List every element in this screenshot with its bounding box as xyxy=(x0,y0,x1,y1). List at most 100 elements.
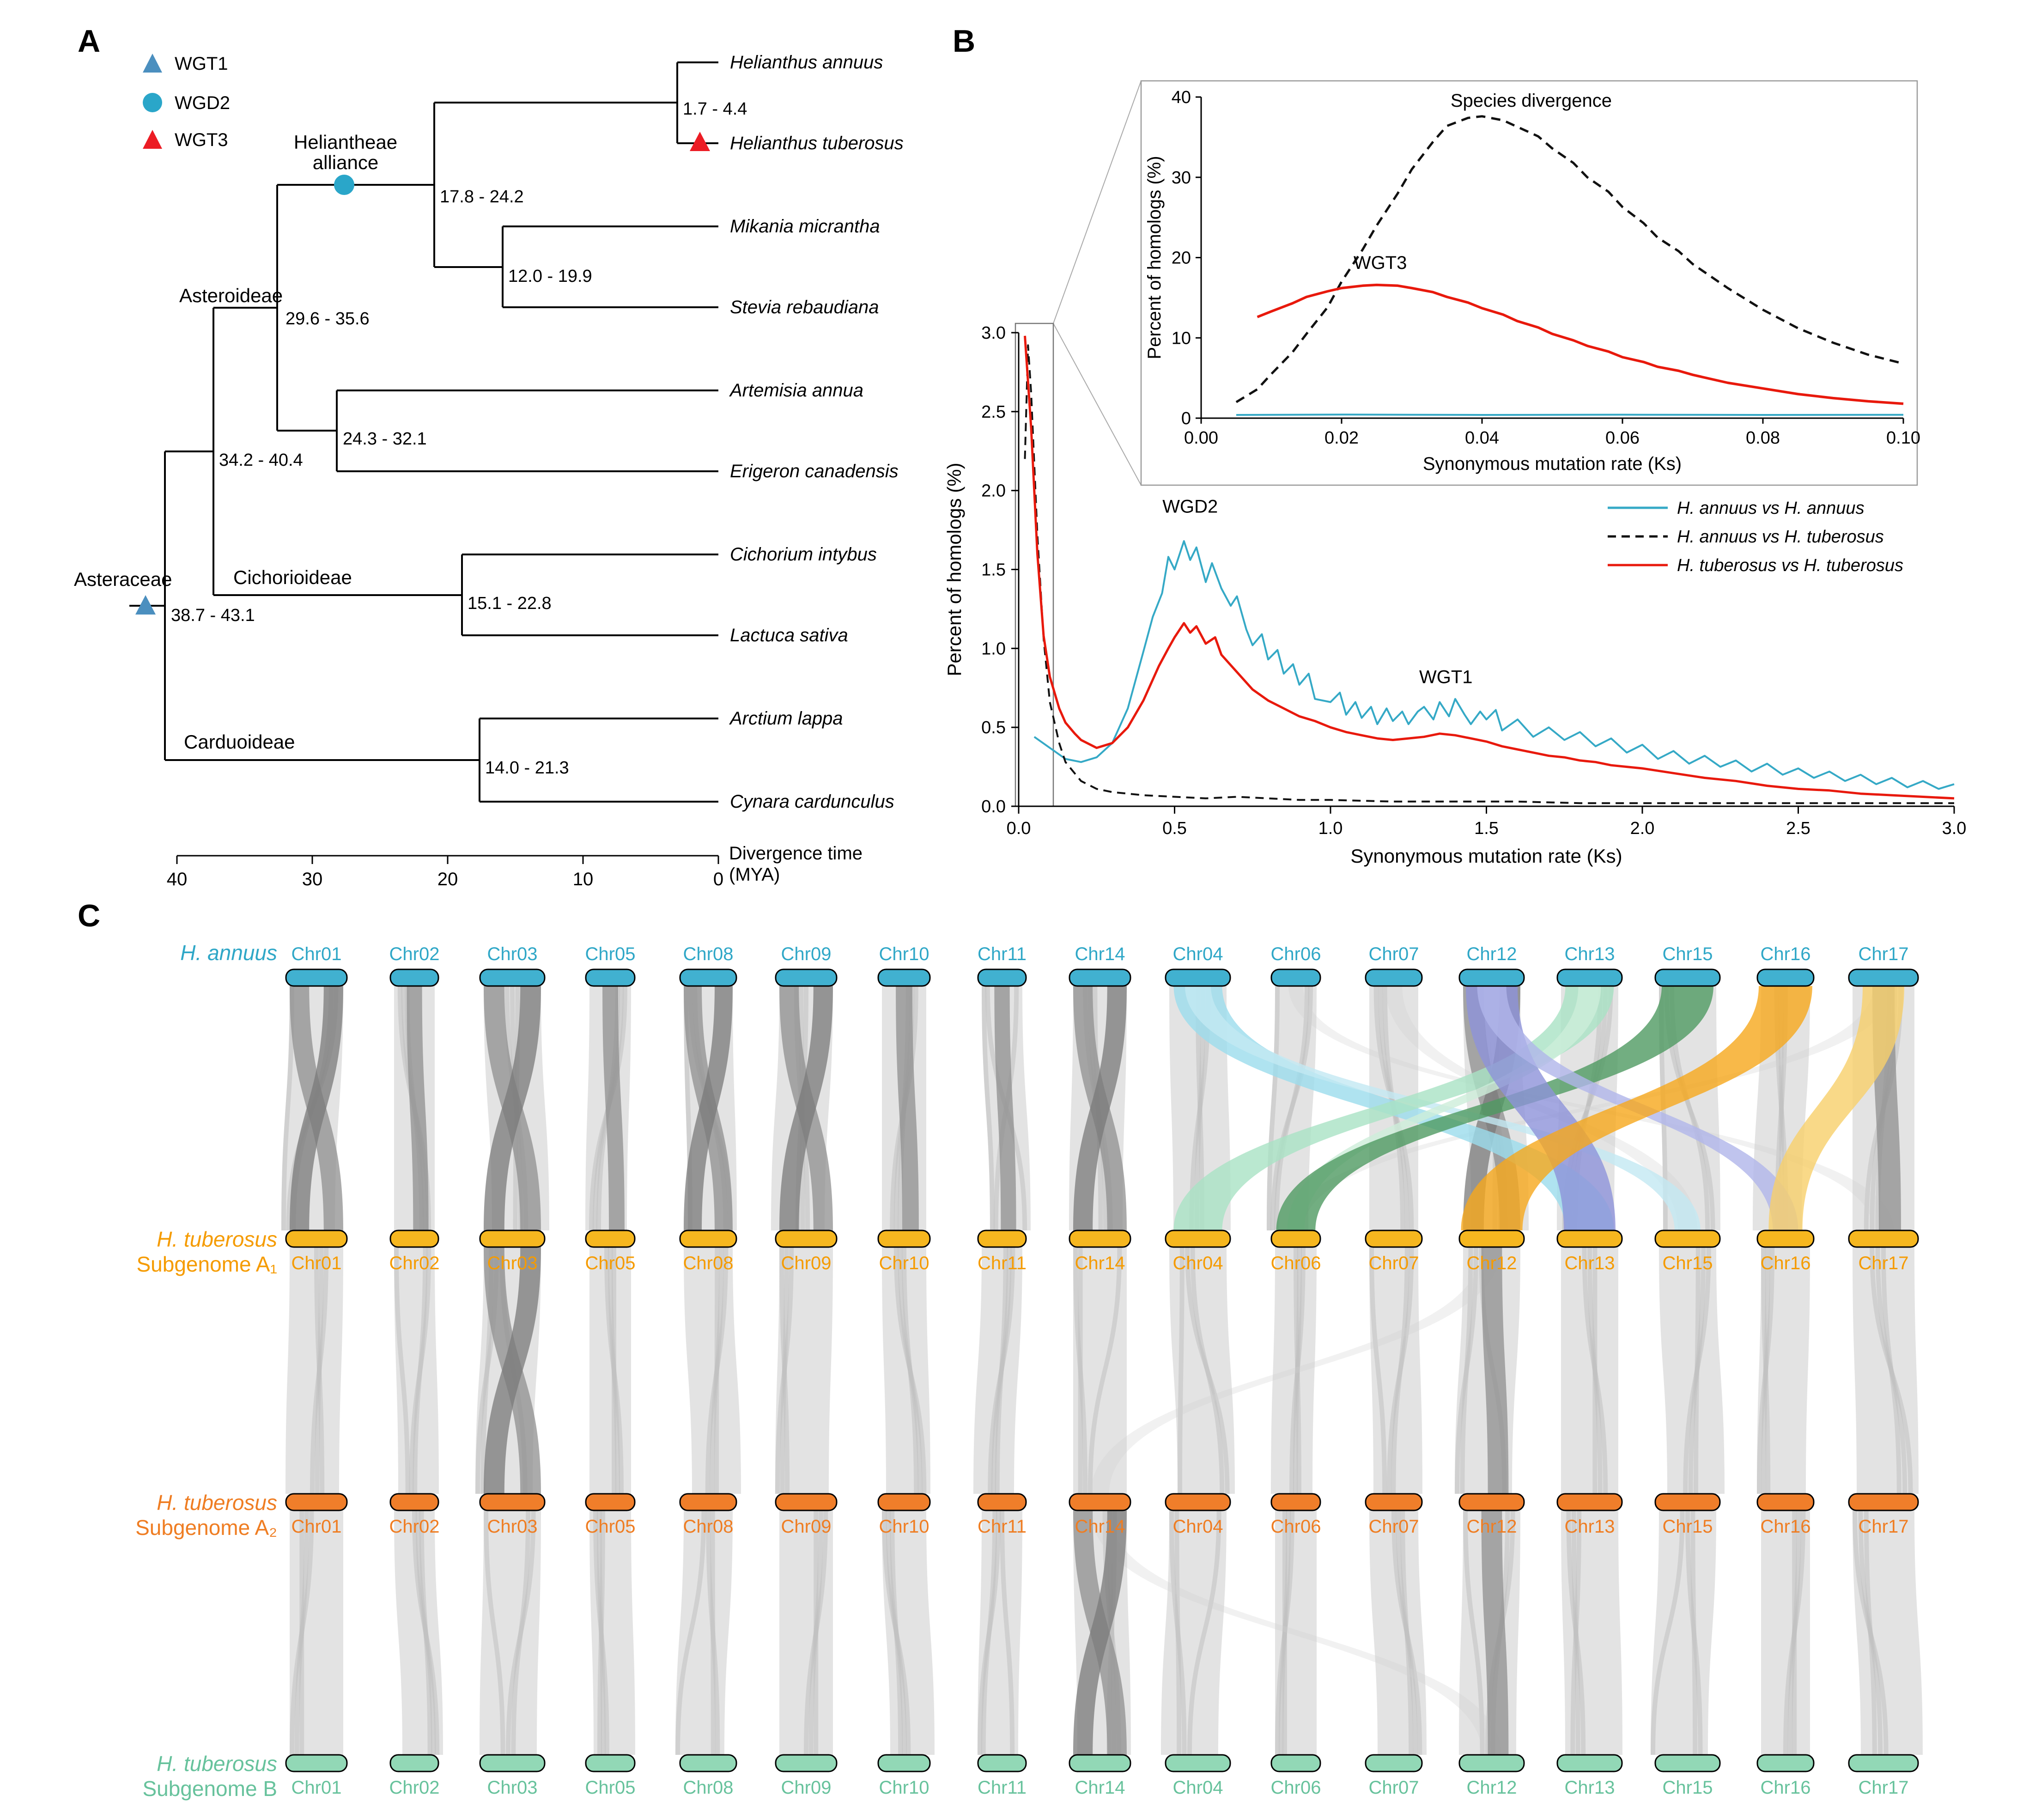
species-name: Artemisia annua xyxy=(729,380,863,401)
chromosome-label: Chr14 xyxy=(1075,1777,1125,1798)
chromosome-label: Chr13 xyxy=(1565,1253,1615,1273)
chromosome-bar xyxy=(1165,968,1231,987)
synteny-ribbon xyxy=(314,1247,325,1494)
chromosome-label: Chr04 xyxy=(1173,944,1223,964)
row-label-subgenome-b: Subgenome B xyxy=(142,1777,277,1801)
chromosome-bar xyxy=(1270,1230,1321,1248)
chromosome-bar xyxy=(775,1230,838,1248)
synteny-ribbon xyxy=(1481,1510,1509,1755)
peak-annotation: WGD2 xyxy=(1162,497,1218,517)
chromosome-label: Chr17 xyxy=(1859,1253,1909,1273)
chromosome-label: Chr11 xyxy=(978,944,1027,964)
inset-y-tick-label: 10 xyxy=(1172,329,1191,348)
synteny-ribbon xyxy=(714,1247,720,1494)
synteny-ribbon xyxy=(281,986,294,1230)
chromosome-label: Chr05 xyxy=(585,1253,636,1273)
chromosome-label: Chr01 xyxy=(292,1777,342,1798)
synteny-ribbon xyxy=(1573,986,1603,1230)
panel-c-synteny: C H. annuus H. tuberosus Subgenome A₁ H.… xyxy=(78,898,1923,1801)
chromosome-bar xyxy=(1365,1754,1423,1772)
chromosome-bar xyxy=(1848,1493,1919,1511)
y-tick-label: 2.5 xyxy=(981,402,1006,422)
synteny-ribbon xyxy=(1287,986,1601,1230)
chromosome-bar xyxy=(775,968,838,987)
synteny-ribbon xyxy=(593,1510,609,1755)
chromosome-label: Chr13 xyxy=(1565,944,1615,964)
ks-curve xyxy=(1033,540,1955,790)
synteny-ribbon xyxy=(1274,986,1309,1230)
chromosome-label: Chr05 xyxy=(585,1516,636,1537)
chromosome-label: Chr09 xyxy=(781,1516,832,1537)
chromosome-bar xyxy=(775,1493,838,1511)
synteny-ribbon xyxy=(1460,1247,1473,1494)
chromosome-label: Chr17 xyxy=(1859,1516,1909,1537)
chromosome-label: Chr10 xyxy=(879,1253,929,1273)
synteny-ribbon xyxy=(1282,1510,1287,1755)
synteny-ribbon xyxy=(412,1510,440,1755)
chromosome-bar xyxy=(479,968,546,987)
chromosome-label: Chr10 xyxy=(879,944,929,964)
chromosome-bar xyxy=(1556,968,1623,987)
chromosome-bar xyxy=(1556,1754,1623,1772)
chromosome-label: Chr16 xyxy=(1761,1516,1811,1537)
wgt3-node-marker xyxy=(690,132,710,151)
chromosome-label: Chr15 xyxy=(1663,1516,1713,1537)
chromosome-bar xyxy=(1848,1754,1919,1772)
species-name: Stevia rebaudiana xyxy=(730,297,879,317)
clade-label-heliantheae-2: alliance xyxy=(313,152,378,173)
synteny-ribbon xyxy=(1091,1247,1501,1494)
chromosome-label: Chr13 xyxy=(1565,1516,1615,1537)
legend-entry-label: H. tuberosus vs H. tuberosus xyxy=(1677,556,1903,575)
inset-annotation: WGT3 xyxy=(1354,253,1407,273)
chromosome-bar xyxy=(479,1493,546,1511)
inset-x-axis-title: Synonymous mutation rate (Ks) xyxy=(1423,454,1682,474)
y-tick-label: 2.0 xyxy=(981,481,1006,501)
chromosome-bar xyxy=(1756,968,1815,987)
chromosome-label: Chr08 xyxy=(683,1777,734,1798)
chromosome-label: Chr13 xyxy=(1565,1777,1615,1798)
chromosome-bar xyxy=(679,1754,737,1772)
chromosome-label: Chr12 xyxy=(1467,1516,1517,1537)
synteny-ribbon xyxy=(484,986,541,1230)
x-tick-label: 3.0 xyxy=(1942,819,1967,838)
synteny-ribbon xyxy=(1196,986,1204,1230)
synteny-ribbon xyxy=(604,1247,624,1494)
chromosome-label: Chr02 xyxy=(389,1777,440,1798)
chromosome-label: Chr01 xyxy=(292,1253,342,1273)
chromosome-bar xyxy=(1848,1230,1919,1248)
chromosome-label: Chr10 xyxy=(879,1777,929,1798)
node-label: 24.3 - 32.1 xyxy=(343,429,427,449)
chromosome-label: Chr15 xyxy=(1663,1777,1713,1798)
synteny-ribbon xyxy=(1087,1247,1122,1494)
synteny-ribbon xyxy=(1185,1247,1230,1494)
chromosome-label: Chr01 xyxy=(292,1516,342,1537)
chromosome-bar xyxy=(1848,968,1919,987)
synteny-ribbon xyxy=(602,986,625,1230)
inset-x-tick-label: 0.10 xyxy=(1886,428,1920,448)
chromosome-bar xyxy=(1756,1754,1815,1772)
legend-wgd2-label: WGD2 xyxy=(175,93,230,113)
wgd2-circle-icon xyxy=(143,93,162,112)
synteny-ribbon xyxy=(1664,986,1715,1230)
chromosome-label: Chr16 xyxy=(1761,944,1811,964)
chromosome-label: Chr01 xyxy=(292,944,342,964)
synteny-ribbon xyxy=(1271,1247,1317,1494)
chromosome-label: Chr15 xyxy=(1663,1253,1713,1273)
synteny-ribbon xyxy=(706,1510,720,1755)
synteny-ribbon xyxy=(1288,986,1894,1230)
chromosome-bar xyxy=(1069,968,1131,987)
inset-y-tick-label: 0 xyxy=(1181,409,1191,428)
node-label: 12.0 - 19.9 xyxy=(508,267,592,286)
chromosome-bar xyxy=(877,968,931,987)
chromosome-label: Chr08 xyxy=(683,944,734,964)
synteny-ribbon xyxy=(675,1510,706,1755)
row-label-tuberosus-a2: H. tuberosus xyxy=(157,1491,277,1515)
chromosome-label: Chr06 xyxy=(1271,1516,1321,1537)
chromosome-bar xyxy=(977,1230,1027,1248)
x-tick-label: 1.5 xyxy=(1474,819,1499,838)
chromosome-label: Chr02 xyxy=(389,1253,440,1273)
inset-ks-curve xyxy=(1236,414,1904,416)
chromosome-label: Chr14 xyxy=(1075,1516,1125,1537)
axis-tick-label: 10 xyxy=(573,869,594,889)
chromosome-bar xyxy=(1654,968,1721,987)
